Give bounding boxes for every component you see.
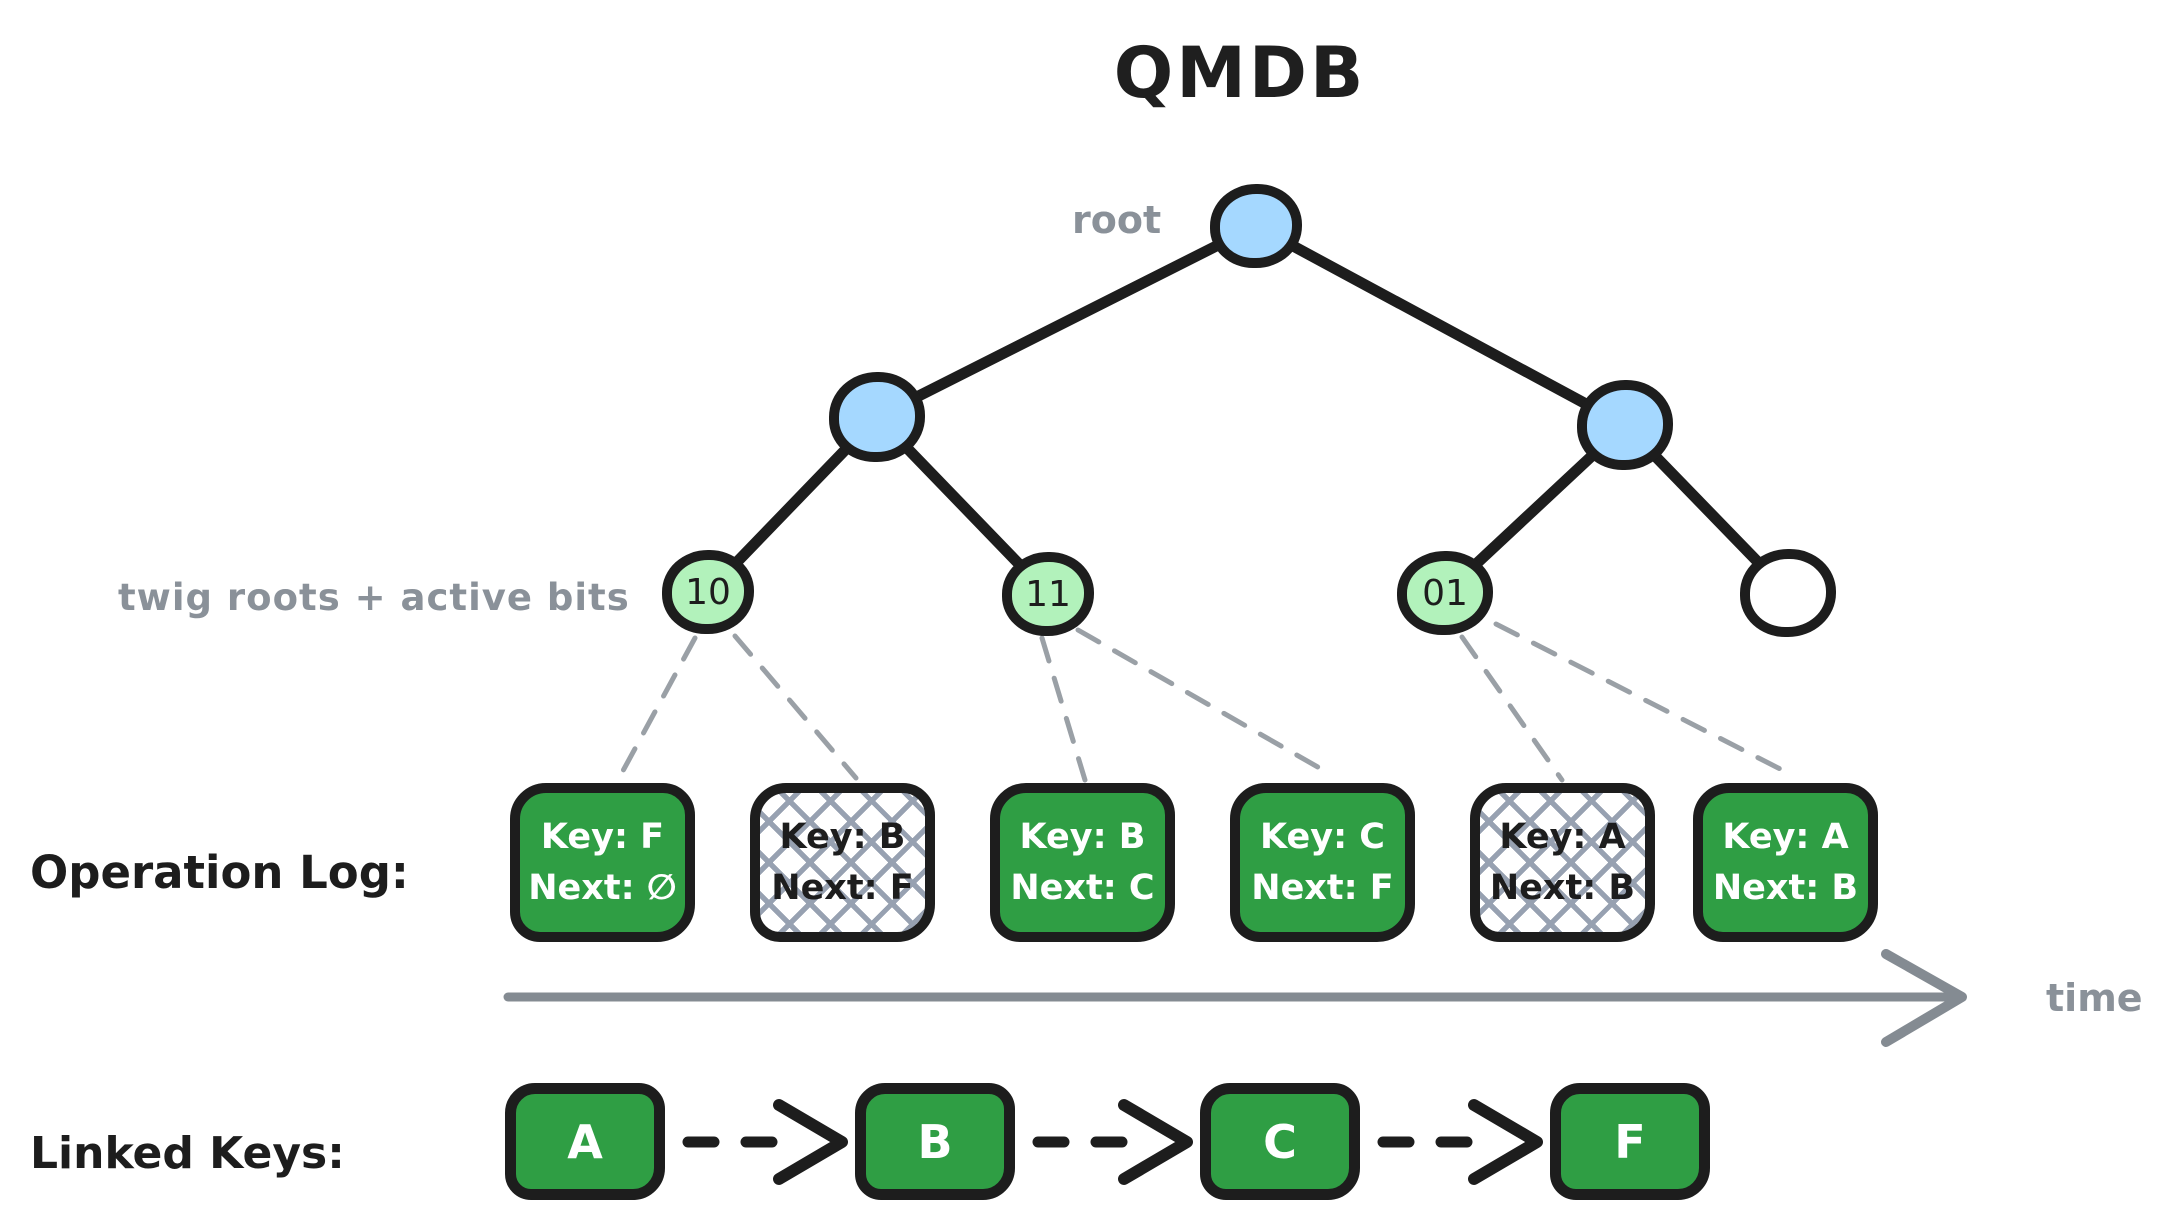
oplog-entry-next: Next: ∅ xyxy=(528,867,677,908)
linked-key-label: B xyxy=(917,1114,953,1169)
twig-node-11: 11 xyxy=(1002,552,1094,636)
twig-bits-label: 11 xyxy=(1025,573,1071,615)
twig-connector xyxy=(1459,634,1565,783)
operation-log-label: Operation Log: xyxy=(30,846,409,899)
internal-node-left xyxy=(829,372,925,462)
oplog-entry-2-crossed-out: Key: B Next: F xyxy=(750,783,935,942)
oplog-entry-next: Next: B xyxy=(1712,867,1859,908)
root-label: root xyxy=(1072,198,1162,242)
oplog-entry-next: Next: F xyxy=(771,867,914,908)
oplog-entry-key: Key: C xyxy=(1260,816,1385,857)
oplog-entry-5-crossed-out: Key: A Next: B xyxy=(1470,783,1655,942)
linked-key-b: B xyxy=(855,1083,1015,1200)
linked-arrowhead xyxy=(1468,1099,1543,1185)
tree-edge xyxy=(871,220,1262,423)
oplog-entry-key: Key: A xyxy=(1499,816,1626,857)
linked-keys-label: Linked Keys: xyxy=(30,1128,345,1179)
twig-connector xyxy=(1493,621,1793,777)
oplog-entry-key: Key: B xyxy=(779,816,906,857)
internal-node-right xyxy=(1577,380,1673,470)
linked-key-label: C xyxy=(1263,1114,1297,1169)
linked-key-a: A xyxy=(505,1083,665,1200)
oplog-entry-key: Key: B xyxy=(1019,816,1146,857)
twig-connector xyxy=(1075,627,1333,777)
empty-twig-node xyxy=(1740,549,1836,637)
time-arrowhead xyxy=(1881,949,1967,1047)
oplog-entry-3: Key: B Next: C xyxy=(990,783,1175,942)
oplog-entry-next: Next: B xyxy=(1489,867,1636,908)
tree-edge xyxy=(1250,220,1631,431)
time-label: time xyxy=(2046,976,2143,1020)
twig-connector xyxy=(732,633,859,781)
linked-key-label: F xyxy=(1614,1114,1646,1169)
oplog-entry-next: Next: C xyxy=(1010,867,1155,908)
oplog-entry-key: Key: F xyxy=(540,816,665,857)
root-node xyxy=(1210,184,1302,268)
oplog-entry-4: Key: C Next: F xyxy=(1230,783,1415,942)
twig-roots-label: twig roots + active bits xyxy=(118,576,630,619)
twig-node-01: 01 xyxy=(1397,551,1493,635)
twig-node-10: 10 xyxy=(662,550,754,634)
twig-connector xyxy=(615,635,698,783)
twig-bits-label: 01 xyxy=(1422,572,1468,614)
linked-key-arrows xyxy=(682,1099,1543,1185)
time-arrow xyxy=(503,949,1967,1047)
linked-key-label: A xyxy=(567,1114,603,1169)
diagram-title: QMDB xyxy=(1113,32,1367,114)
oplog-entry-next: Next: F xyxy=(1251,867,1394,908)
oplog-entry-1: Key: F Next: ∅ xyxy=(510,783,695,942)
linked-arrowhead xyxy=(1118,1099,1193,1185)
linked-key-f: F xyxy=(1550,1083,1710,1200)
twig-connector xyxy=(1039,635,1088,783)
linked-key-c: C xyxy=(1200,1083,1360,1200)
twig-bits-label: 10 xyxy=(685,571,731,613)
oplog-entry-key: Key: A xyxy=(1722,816,1849,857)
twig-connectors xyxy=(615,621,1793,783)
linked-arrowhead xyxy=(773,1099,848,1185)
oplog-entry-6: Key: A Next: B xyxy=(1693,783,1878,942)
